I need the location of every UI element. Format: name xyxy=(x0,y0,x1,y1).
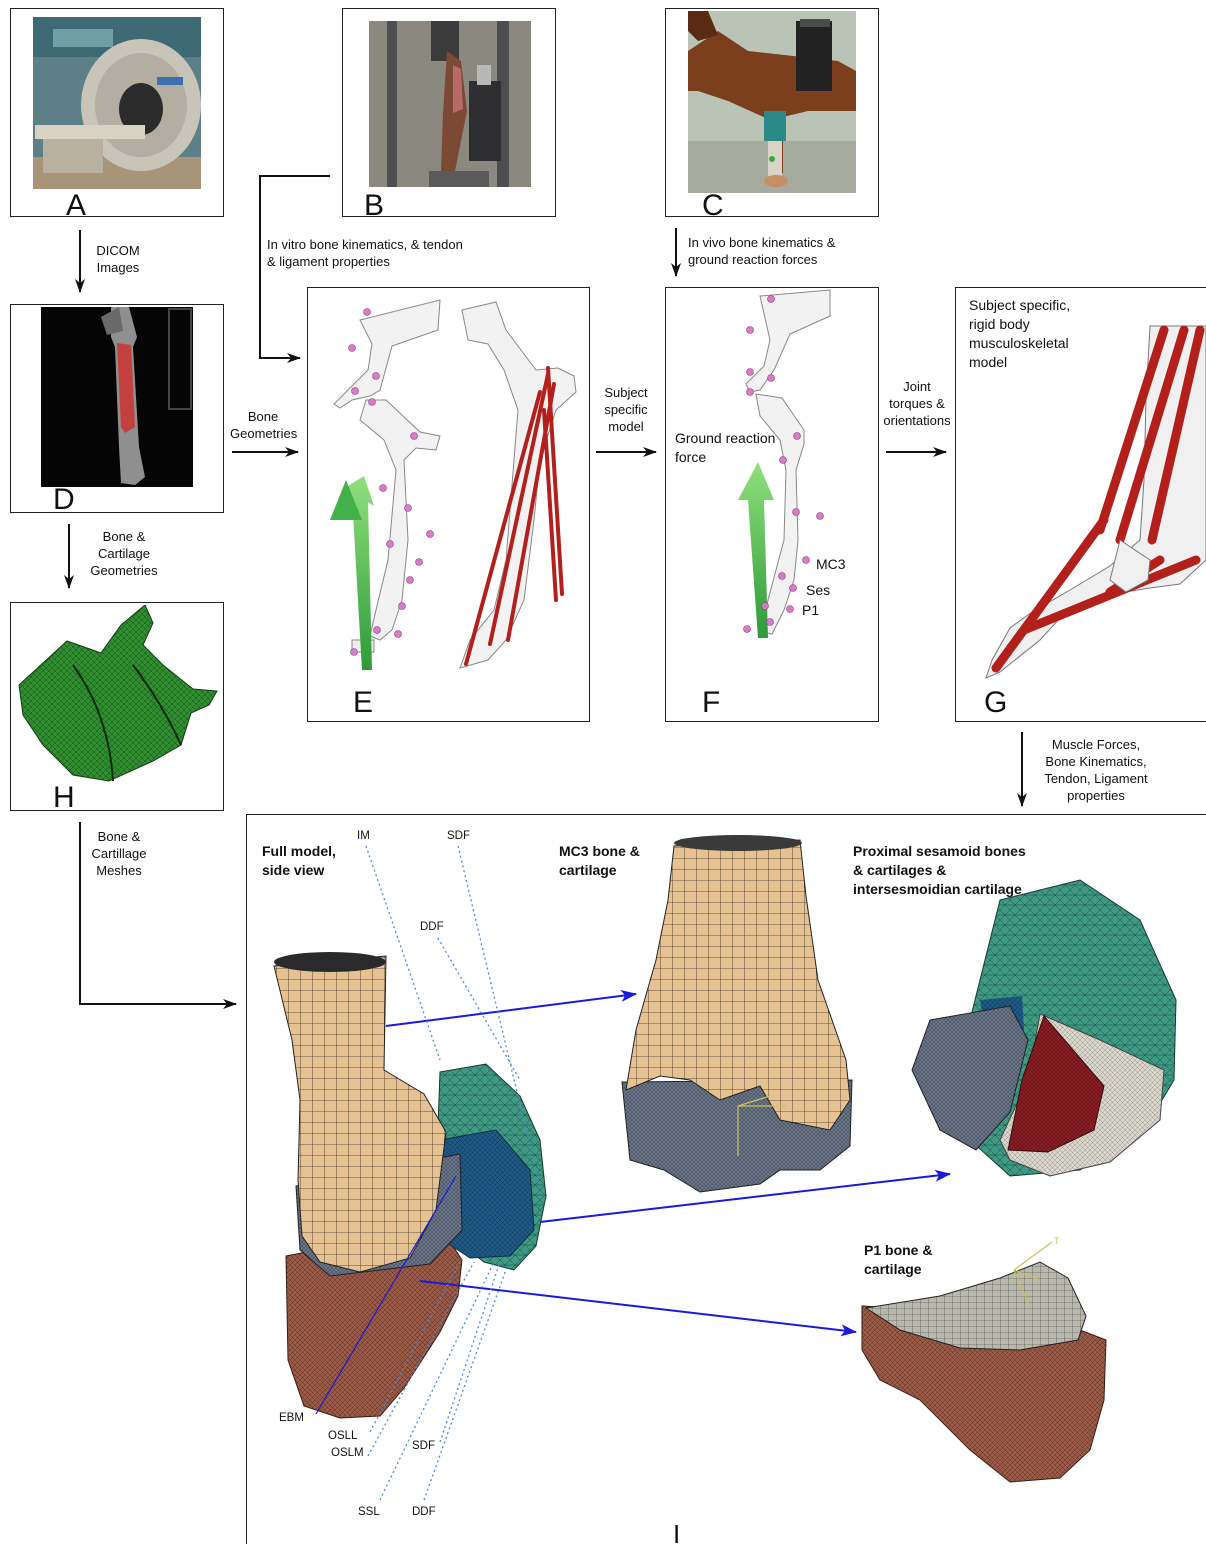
panel-f-skeleton xyxy=(738,290,830,638)
mc3-mesh xyxy=(622,835,852,1192)
panel-g-model xyxy=(986,326,1206,678)
panel-e-skeleton-right xyxy=(460,302,576,668)
full-model-mesh xyxy=(274,952,546,1418)
sesamoid-mesh xyxy=(912,880,1176,1176)
axis-letter: T xyxy=(1054,1236,1060,1246)
panel-e-skeleton-left xyxy=(330,300,440,670)
p1-mesh: T xyxy=(862,1236,1106,1482)
flow-arrows xyxy=(69,176,1022,1004)
